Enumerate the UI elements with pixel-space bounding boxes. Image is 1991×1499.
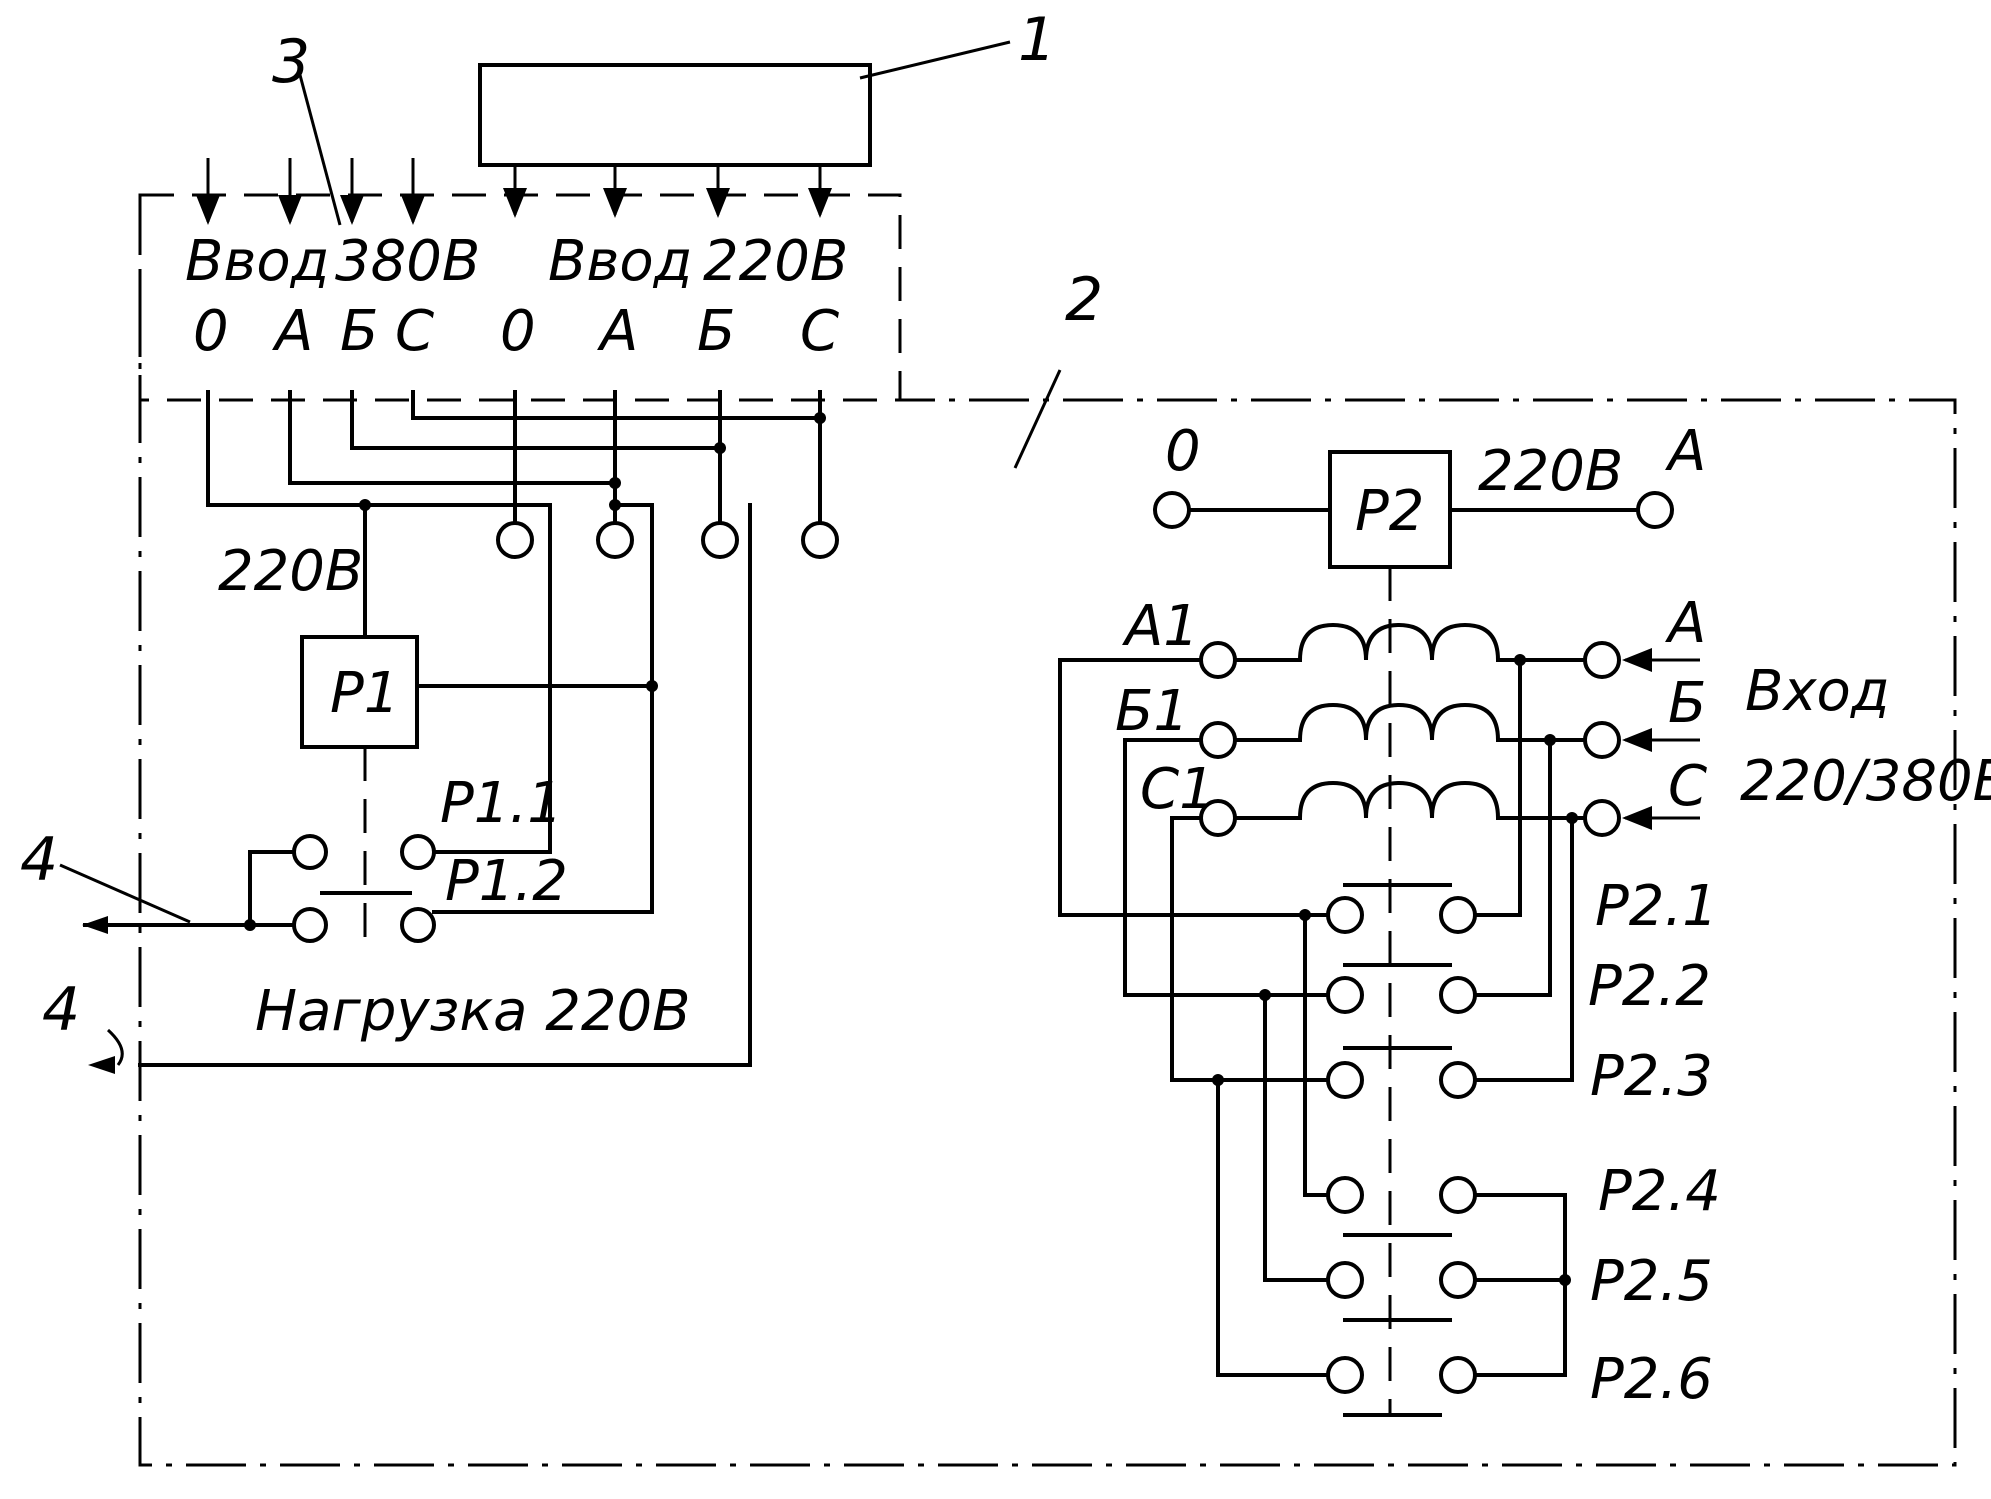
leader-1	[860, 42, 1010, 78]
phase-380-b: Б	[340, 299, 378, 364]
phase-380-c: С	[395, 299, 434, 364]
input-junctions	[359, 412, 826, 692]
phase-220-0: 0	[500, 299, 536, 364]
relay2-contacts	[1328, 885, 1475, 1415]
relay2-input-a: А	[1665, 591, 1706, 656]
relay2-name: Р2	[1355, 479, 1424, 544]
relay1-name: Р1	[330, 661, 399, 726]
relay2-contact-6-label: Р2.6	[1590, 1347, 1713, 1412]
load-label: Нагрузка 220В	[255, 979, 691, 1044]
relay2-terminal-0	[1155, 493, 1189, 527]
relay2-wiring	[1060, 660, 1572, 1375]
relay1-contact2-label: Р1.2	[445, 849, 568, 914]
input-220-voltage: 220В	[703, 229, 848, 294]
leader-2	[1015, 370, 1060, 468]
relay2-output-c1: С1	[1140, 757, 1215, 822]
input-380-word: Ввод	[185, 229, 329, 294]
relay2-contact-4-label: Р2.4	[1598, 1159, 1721, 1224]
input-wiring	[140, 392, 820, 1065]
relay1-supply-label: 220В	[218, 539, 363, 604]
load-arrow-left	[82, 916, 108, 934]
leader-3	[300, 75, 340, 225]
relay2-input-b: Б	[1668, 671, 1706, 736]
relay2-input-word: Вход	[1745, 659, 1890, 724]
leader-4a	[60, 865, 190, 922]
callout-4b: 4	[42, 975, 80, 1045]
input-220-word: Ввод	[548, 229, 692, 294]
input-380-voltage: 380В	[335, 229, 480, 294]
relay2-right-terminal-label: А	[1665, 419, 1706, 484]
relay2-output-b1: Б1	[1115, 679, 1189, 744]
relay2-contact-3-label: Р2.3	[1590, 1044, 1713, 1109]
phase-220-b: Б	[697, 299, 735, 364]
relay2-windings	[1235, 625, 1602, 818]
phase-220-a: А	[597, 299, 638, 364]
input-block-boundary	[140, 195, 900, 400]
block-1	[480, 65, 870, 165]
relay2-supply-label: 220В	[1478, 439, 1623, 504]
relay2-terminal-a	[1638, 493, 1672, 527]
relay2-contact-2-label: Р2.2	[1588, 954, 1711, 1019]
phase-380-a: А	[272, 299, 313, 364]
callout-4a: 4	[20, 825, 58, 895]
relay2-left-terminal-label: 0	[1165, 419, 1201, 484]
relay2-contact-1-label: Р2.1	[1595, 874, 1718, 939]
relay2-output-a1: А1	[1122, 594, 1199, 659]
callout-2: 2	[1065, 265, 1103, 335]
relay1-contact1-label: Р1.1	[440, 771, 563, 836]
phase-380-0: 0	[193, 299, 229, 364]
input-380-feed-arrows	[208, 158, 413, 222]
relay2-input-voltage: 220/380В	[1740, 749, 1991, 814]
load-arrow-left-2	[88, 1056, 115, 1074]
relay2-input-c: С	[1668, 754, 1707, 819]
callout-1: 1	[1018, 5, 1056, 75]
callout-3: 3	[272, 27, 310, 97]
relay2-contact-5-label: Р2.5	[1590, 1249, 1713, 1314]
phase-220-c: С	[800, 299, 839, 364]
block-1-feed-arrows	[515, 165, 820, 215]
